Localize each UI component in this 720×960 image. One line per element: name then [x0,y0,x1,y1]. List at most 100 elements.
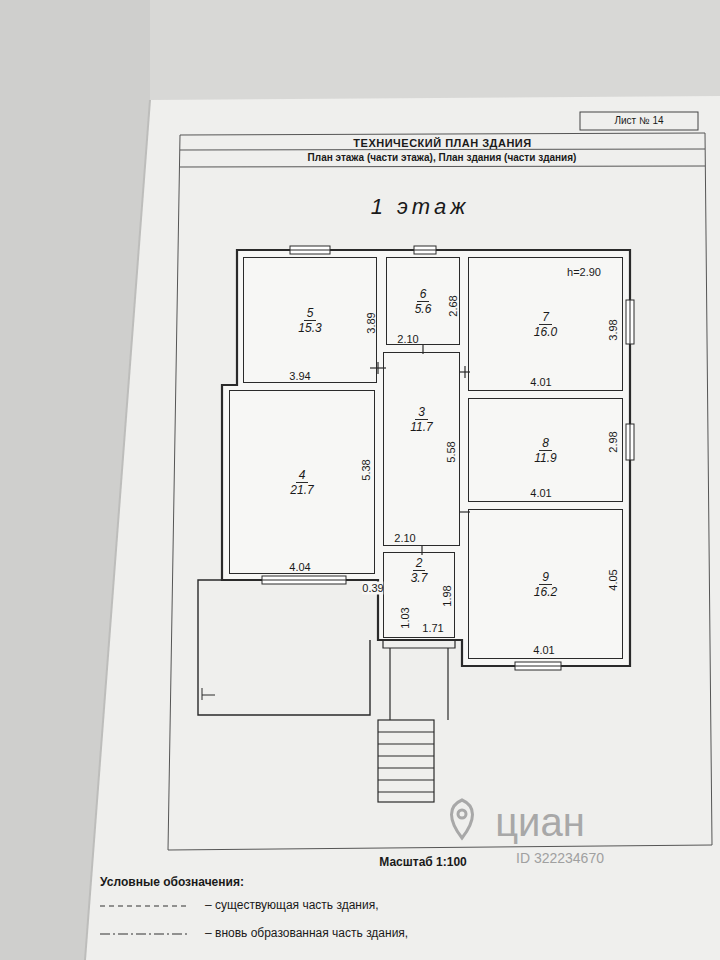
stair-step [378,731,434,732]
stair-step [378,755,434,756]
window-symbol [515,662,561,670]
terrace-outline [198,580,370,715]
dimension: 4.01 [533,644,554,657]
dimension: 3.94 [289,370,310,383]
stair-flight [378,720,434,802]
terrace-mark [202,688,203,700]
room-area: 3.7 [408,571,431,585]
stair-step [378,743,434,744]
paper-sheet [85,96,720,960]
legend-text: – вновь образованная часть здания, [205,926,408,940]
dimension: 4.01 [530,487,551,500]
legend-text: – существующая часть здания, [205,898,379,912]
stair-step [378,767,434,768]
room-number: 8 [539,436,552,451]
entrance-step [383,640,455,648]
sheet-number-box [580,112,698,130]
window-symbol [630,300,631,344]
room-box: 716.0 [468,257,623,391]
room-area: 5.6 [412,302,435,316]
door-mark [377,362,378,374]
room-label: 716.0 [531,310,560,339]
dimension: 1.71 [422,622,443,635]
floor-label: 1 этаж [371,194,470,219]
window-symbol [626,300,634,344]
room-number: 6 [417,287,430,302]
door-mark [460,511,470,512]
room-number: 5 [304,306,317,321]
room-label: 916.2 [531,570,560,599]
room-area: 16.0 [531,325,560,339]
window-symbols [262,246,634,670]
window-symbol [414,250,436,251]
stair-rail [389,648,390,720]
dimension: 2.10 [397,333,418,346]
legend-line-sample [100,933,190,934]
room-box: 65.6 [386,257,460,345]
room-area: 15.3 [295,321,324,335]
dimension: 5.58 [445,441,458,462]
dimension: 2.98 [607,431,620,452]
room-number: 2 [413,556,426,571]
window-symbol [290,250,330,251]
room-label: 421.7 [287,468,316,497]
terrace-mark [202,695,215,696]
room-number: 7 [539,310,552,325]
watermark: циан [495,799,585,845]
watermark-pin [452,800,473,838]
room-label: 311.7 [407,405,435,434]
room-box: 23.7 [383,552,455,638]
dimension: 0.39 [362,582,383,595]
room-number: 9 [539,570,552,585]
sheet-number: Лист № 14 [614,115,663,127]
watermark-pin [458,810,466,818]
page-edge [85,100,150,960]
window-symbol [262,576,346,584]
window-symbol [630,424,631,460]
sheet-frame [168,133,712,850]
dimension: 4.05 [607,569,620,590]
header-rule [180,166,705,167]
room-label: 65.6 [412,287,435,316]
watermark-pin [452,800,473,838]
stair-rail [447,648,448,720]
stairs [378,648,448,802]
sheet-title: ТЕХНИЧЕСКИЙ ПЛАН ЗДАНИЯ [180,137,705,149]
dimension: 1.98 [441,585,454,606]
watermark-id: ID 322234670 [516,850,604,866]
building-outline [222,250,630,666]
dimension: 2.10 [394,532,415,545]
dimension: 4.04 [289,561,310,574]
legend-line-sample [100,905,190,906]
window-symbol [290,246,330,254]
room-number: 3 [415,405,428,420]
ceiling-height: h=2.90 [567,266,601,279]
room-box: 421.7 [229,390,375,574]
header-rule [180,149,705,150]
sheet-subtitle: План этажа (части этажа), План здания (ч… [308,152,577,164]
door-mark [421,546,422,555]
dimension: 3.89 [365,312,378,333]
dimension: 1.03 [399,607,412,628]
door-marks [370,345,470,555]
dimension: 5.38 [360,459,373,480]
window-symbol [262,580,346,581]
room-area: 16.2 [531,585,560,599]
room-label: 23.7 [408,556,431,585]
room-number: 4 [296,468,309,483]
room-box: 916.2 [468,509,623,659]
dimension: 3.98 [607,319,620,340]
room-box: 811.9 [468,398,623,502]
window-symbol [626,424,634,460]
room-label: 811.9 [531,436,559,465]
dimension: 2.68 [447,295,460,316]
room-area: 11.7 [407,420,435,434]
room-area: 11.9 [531,451,559,465]
window-symbol [414,246,436,254]
page-stack [0,0,150,960]
stair-step [378,779,434,780]
room-area: 21.7 [287,483,316,497]
legend-heading: Условные обозначения: [100,875,244,889]
